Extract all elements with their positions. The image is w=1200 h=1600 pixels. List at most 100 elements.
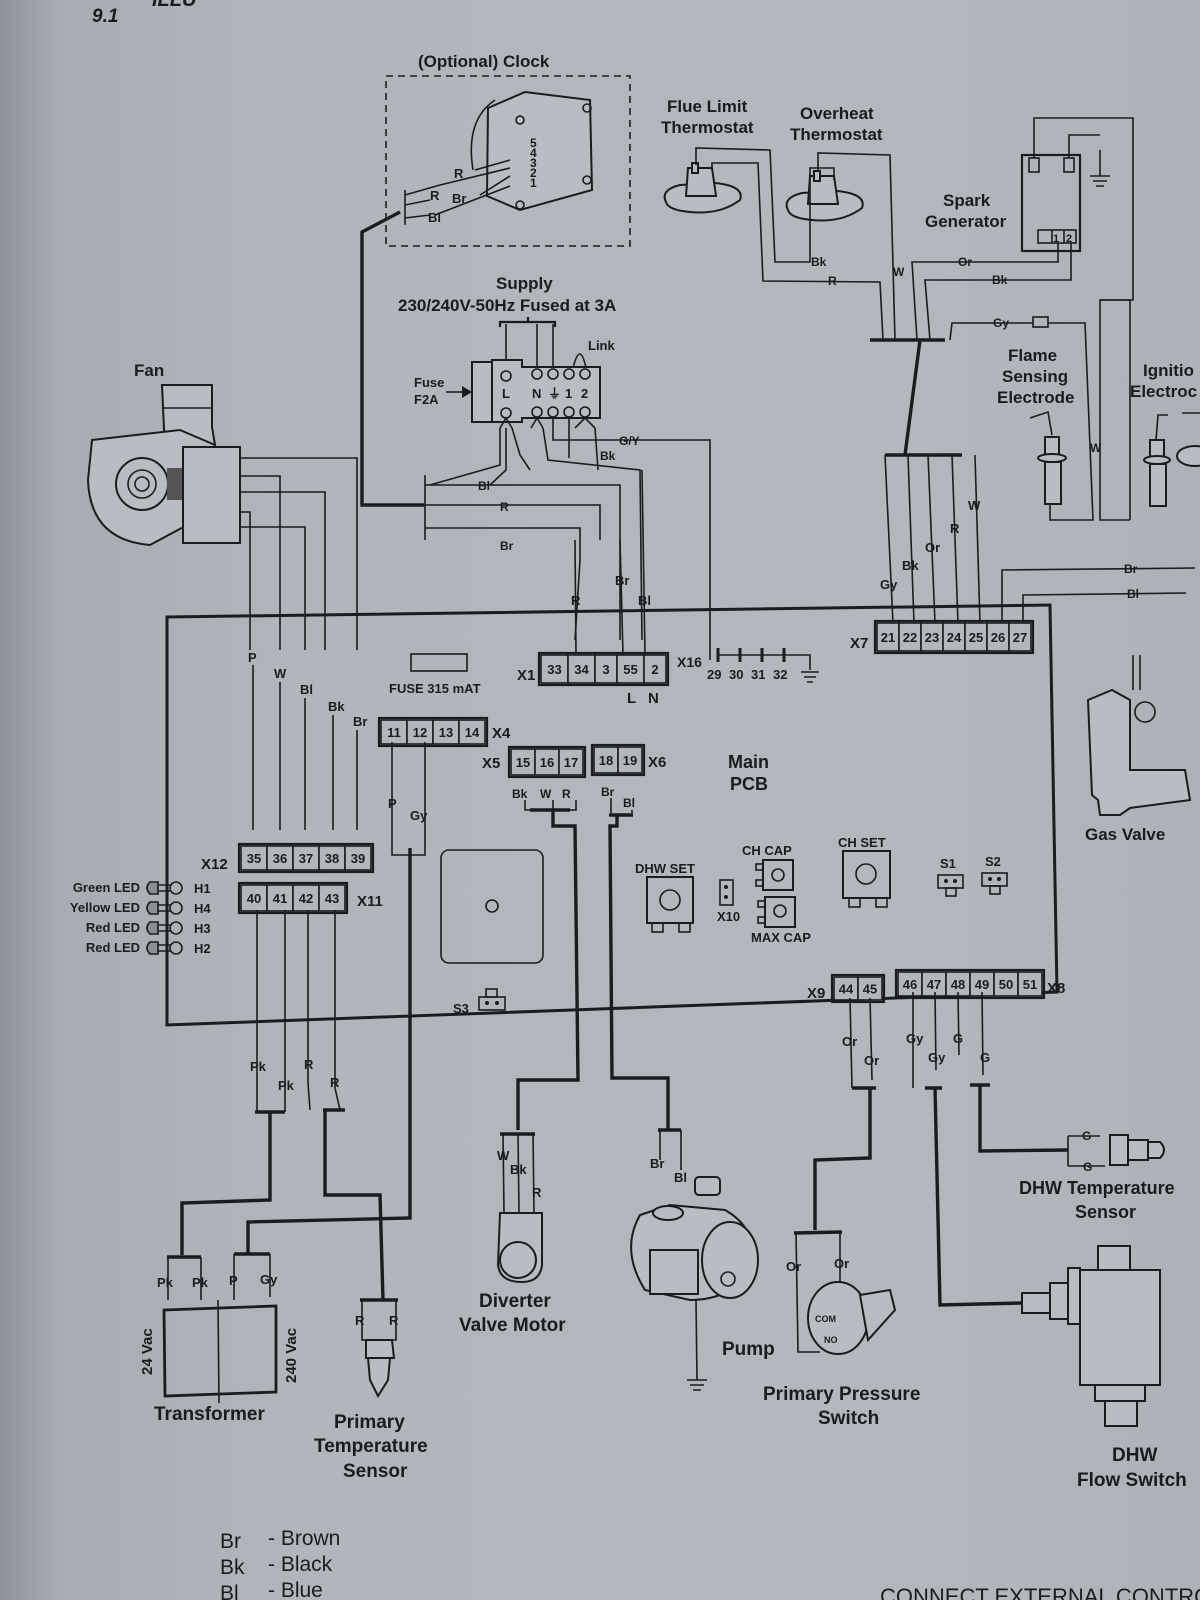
flue-r-wire	[711, 162, 884, 341]
clock-wire-bl: Bl	[428, 210, 441, 225]
x8-pin-label: 49	[975, 977, 989, 992]
x6-wire-bl: Bl	[623, 796, 635, 810]
ch-set-label: CH SET	[838, 835, 886, 850]
clock-pins: 5 4 3 2 1	[530, 136, 537, 190]
x10-jumper[interactable]	[719, 879, 734, 906]
terminal-2: 2	[581, 386, 588, 401]
x1-pin-label: 3	[602, 662, 609, 677]
x1-wire-bl: Bl	[638, 593, 651, 608]
supply-wire-bl: Bl	[478, 479, 490, 493]
x7-pin-label: 27	[1013, 630, 1027, 645]
svg-text:4: 4	[530, 146, 537, 160]
primary-temp-title-1: Primary	[334, 1412, 405, 1433]
supply-wire-r: R	[500, 500, 509, 514]
spark-wire-bk: Bk	[992, 273, 1008, 287]
spark-generator-box	[1020, 153, 1082, 253]
gas-valve-wire-br: Br	[1124, 562, 1138, 576]
dhw-temp-wire-g1: G	[1082, 1129, 1091, 1143]
terminal-earth: ⏚	[548, 386, 561, 401]
x4-pin-label: 11	[387, 725, 401, 740]
legend-code: Bl	[220, 1582, 239, 1600]
footer-text: CONNECT EXTERNAL CONTRO	[880, 1584, 1200, 1600]
x6-pin-label: 19	[623, 753, 637, 768]
overheat-title-2: Thermostat	[790, 125, 883, 144]
terminal-1: 1	[565, 386, 572, 401]
led-label: Red LED	[86, 940, 140, 955]
transformer-240vac: 240 Vac	[283, 1328, 300, 1383]
clock-wire-br: Br	[452, 191, 466, 206]
diverter-valve-motor: W Bk R Diverter Valve Motor	[459, 1132, 566, 1336]
pump: Br Bl Pump	[630, 1128, 775, 1391]
supply-subtitle: 230/240V-50Hz Fused at 3A	[398, 296, 616, 315]
diverter-title-1: Diverter	[479, 1291, 551, 1312]
x5-pin	[558, 748, 584, 776]
led-lens-icon	[169, 921, 183, 935]
x16-pin: 29	[707, 667, 721, 682]
bk-wire-label: Bk	[600, 449, 616, 463]
clock-dial	[470, 99, 496, 171]
x12-pin	[344, 845, 372, 871]
x6-pin-label: 18	[599, 753, 613, 768]
flue-limit-title-1: Flue Limit	[667, 97, 748, 116]
flame-sensing-electrode: Gy W Flame Sensing Electrode	[949, 316, 1102, 521]
ch-set-pot[interactable]	[842, 850, 891, 899]
led-lens-icon	[169, 901, 183, 915]
transformer-box	[162, 1304, 278, 1398]
dhw-flow-title-1: DHW	[1112, 1445, 1157, 1466]
pcb-fuse	[410, 653, 468, 672]
max-cap-pot[interactable]	[764, 896, 796, 928]
x7-wires: Gy Bk Or R W	[880, 454, 981, 624]
s1-switch[interactable]	[937, 874, 964, 889]
s2-switch[interactable]	[981, 872, 1008, 887]
x1-housing	[537, 651, 670, 687]
x1-pin-label: 34	[574, 662, 589, 677]
dhw-temperature-sensor: G G DHW Temperature Sensor	[1019, 1129, 1175, 1222]
x4-pin-label: 13	[439, 725, 453, 740]
dhw-flow-switch: DHW Flow Switch	[1021, 1245, 1187, 1491]
x11-wire-r2: R	[330, 1075, 340, 1090]
ch-cap-pot[interactable]	[762, 859, 794, 891]
primary-temp-title-3: Sensor	[343, 1461, 408, 1482]
fuse-rating: F2A	[414, 392, 439, 407]
dhw-temp-wire-g2: G	[1083, 1160, 1092, 1174]
dhw-set-pot[interactable]	[646, 876, 694, 924]
x7-wire-w: W	[968, 498, 981, 513]
x16-label: X16	[677, 654, 702, 670]
led-lens-icon	[169, 941, 183, 955]
led-label: Red LED	[86, 920, 140, 935]
fan-title: Fan	[134, 361, 164, 380]
fan-wire-br: Br	[353, 714, 367, 729]
x16-bar	[718, 654, 811, 670]
x11-pin-label: 41	[273, 891, 287, 906]
x4-pin	[406, 719, 434, 745]
spark-pin-1: 1	[1053, 233, 1059, 245]
x1-label: X1	[517, 667, 535, 684]
thermo-wire-w: W	[893, 265, 905, 279]
flame-wire-w: W	[1090, 441, 1102, 455]
s3-switch[interactable]	[478, 996, 506, 1011]
flue-limit-title-2: Thermostat	[661, 118, 754, 137]
x4-wire-gy: Gy	[410, 808, 428, 823]
ignition-electrode: Ignitio Electroc	[1100, 299, 1200, 520]
x9-wire-or1: Or	[842, 1034, 857, 1049]
x5-wire-r: R	[562, 787, 571, 801]
x11-label: X11	[357, 893, 383, 910]
ch-cap-label: CH CAP	[742, 843, 792, 858]
clock-title: (Optional) Clock	[418, 52, 550, 71]
section-number: 9.1	[92, 6, 118, 27]
x11-pin	[266, 884, 294, 912]
x8-pin-label: 47	[927, 977, 941, 992]
x11-pin-label: 40	[247, 891, 261, 906]
spark-title-1: Spark	[943, 191, 991, 210]
x7-pin-label: 21	[881, 630, 895, 645]
x1-pin	[540, 654, 569, 684]
thermo-wire-r: R	[828, 274, 837, 288]
ignition-title-2: Electroc	[1130, 382, 1197, 401]
x12-pin-label: 35	[247, 851, 261, 866]
led-lens-icon	[169, 881, 183, 895]
led-icon	[146, 881, 159, 895]
